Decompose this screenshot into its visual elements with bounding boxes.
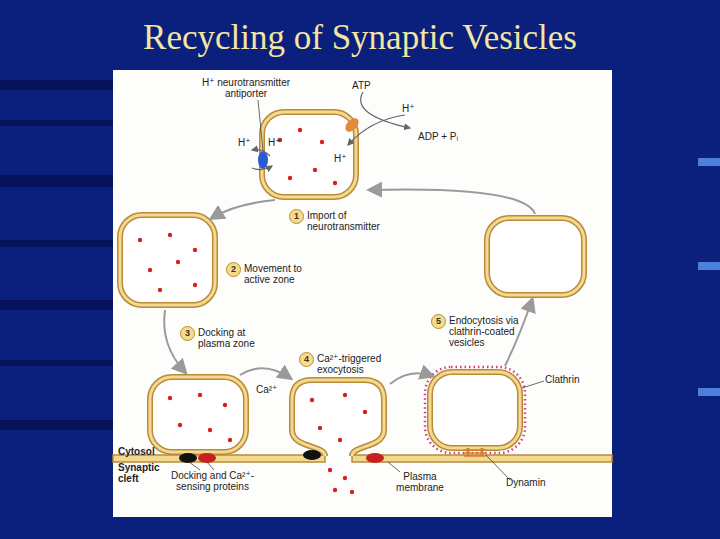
part-label: H⁺ (334, 153, 347, 164)
part-label: H⁺ (238, 137, 251, 148)
step-description: Movement to active zone (244, 263, 314, 285)
part-label: Clathrin (545, 374, 579, 385)
part-label: H⁺ (402, 103, 415, 114)
vesicle (120, 215, 215, 305)
step-marker: 4Ca²⁺-triggered exocytosis (299, 352, 399, 392)
proton-pump (343, 116, 361, 134)
part-label: Synaptic cleft (118, 462, 168, 484)
step-marker: 5Endocytosis via clathrin-coated vesicle… (431, 314, 531, 354)
clathrin-vesicle (425, 367, 525, 456)
neurotransmitter-dots (138, 128, 367, 494)
callout-number: 4 (299, 352, 314, 367)
part-label: H⁺ (268, 137, 281, 148)
callout-number: 3 (180, 326, 195, 341)
leader-lines (189, 100, 544, 480)
callout-number: 5 (431, 314, 446, 329)
ion-arrows (252, 92, 410, 170)
part-label: Docking and Ca²⁺-sensing proteins (165, 470, 260, 492)
docking-proteins (179, 450, 384, 463)
step-description: Import of neurotransmitter (307, 210, 392, 232)
slide-title: Recycling of Synaptic Vesicles (0, 18, 720, 58)
cycle-arrows (164, 190, 535, 385)
part-label: ATP (352, 80, 371, 91)
step-description: Docking at plasma zone (198, 327, 268, 349)
callout-number: 2 (226, 262, 241, 277)
part-label: Ca²⁺ (256, 384, 277, 395)
fusing-vesicle (292, 380, 384, 456)
callout-number: 1 (289, 209, 304, 224)
step-marker: 1Import of neurotransmitter (289, 209, 394, 249)
step-description: Endocytosis via clathrin-coated vesicles (449, 315, 529, 348)
step-description: Ca²⁺-triggered exocytosis (317, 353, 397, 375)
part-label: H⁺ neurotransmitter antiporter (200, 77, 292, 99)
step-marker: 2Movement to active zone (226, 262, 316, 302)
part-label: ADP + Pᵢ (418, 131, 458, 142)
part-label: Cytosol (118, 446, 155, 457)
vesicle (150, 377, 246, 452)
vesicle (262, 112, 356, 197)
vesicle (487, 218, 584, 295)
part-label: Dynamin (506, 477, 545, 488)
part-label: Plasma membrane (390, 471, 450, 493)
step-marker: 3Docking at plasma zone (180, 326, 270, 366)
